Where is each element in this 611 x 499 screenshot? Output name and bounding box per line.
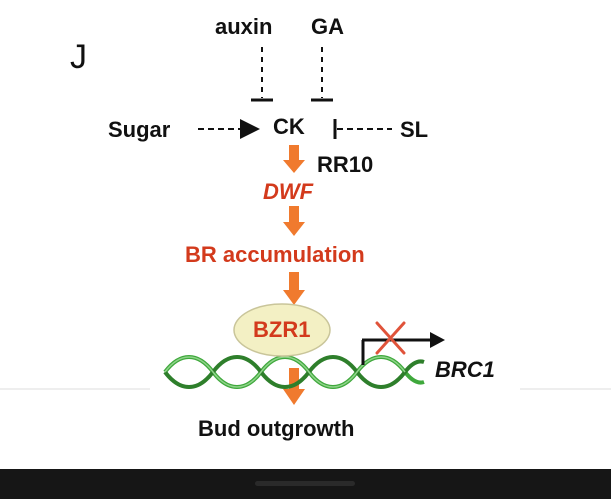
block-arrow-dwf-br xyxy=(283,206,305,236)
bzr1-ellipse xyxy=(233,303,331,357)
node-bud-outgrowth: Bud outgrowth xyxy=(198,416,355,441)
brc1-promoter-arrow xyxy=(361,332,445,365)
node-rr10: RR10 xyxy=(317,152,374,177)
ga-inhibits-ck-edge xyxy=(311,47,333,102)
node-bzr1: BZR1 xyxy=(253,317,311,342)
node-sl: SL xyxy=(400,117,429,142)
dna-helix xyxy=(163,355,425,389)
node-auxin: auxin xyxy=(215,14,273,39)
node-br-accumulation: BR accumulation xyxy=(185,242,365,267)
cross-mark-icon xyxy=(375,321,406,355)
panel-label: J xyxy=(70,38,87,76)
node-sugar: Sugar xyxy=(108,117,171,142)
node-ck: CK xyxy=(273,114,305,139)
auxin-inhibits-ck-edge xyxy=(251,47,273,102)
video-bottom-bar xyxy=(0,469,611,499)
sl-inhibits-ck-edge xyxy=(333,119,392,139)
bar-handle xyxy=(255,481,355,486)
node-dwf: DWF xyxy=(263,179,314,204)
block-arrow-br-bzr1 xyxy=(283,272,305,305)
block-arrow-ck-dwf xyxy=(283,145,305,173)
node-brc1: BRC1 xyxy=(435,357,495,382)
node-ga: GA xyxy=(311,14,344,39)
